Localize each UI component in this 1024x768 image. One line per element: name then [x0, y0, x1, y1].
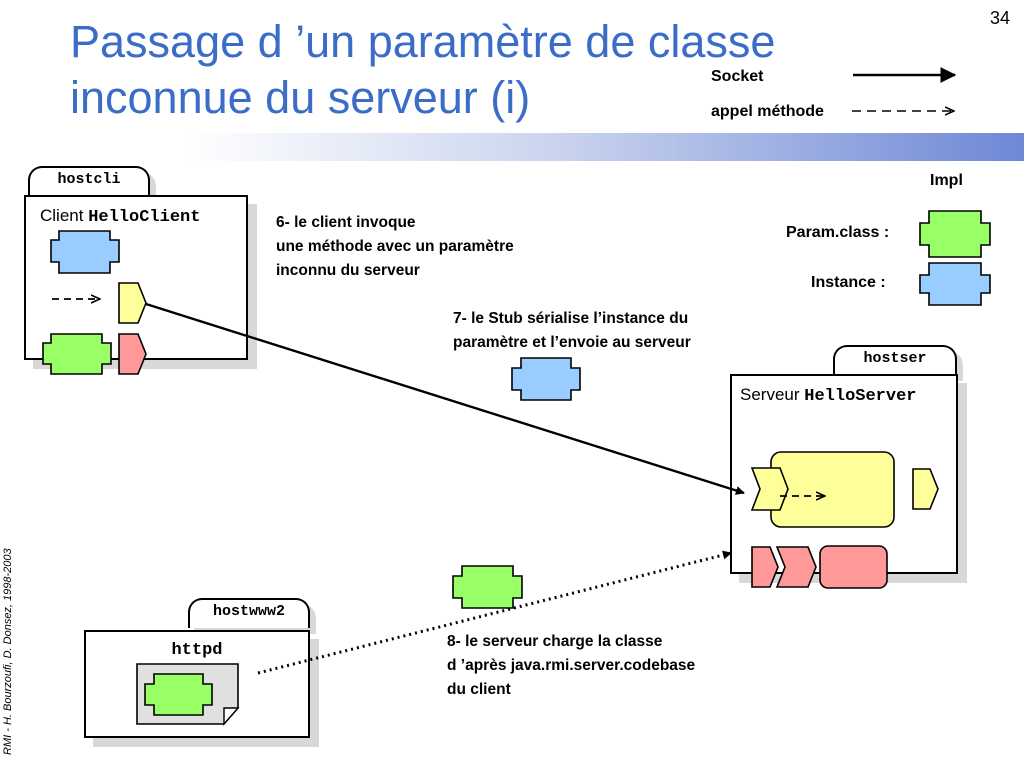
host-tab-hostser: hostser [833, 345, 957, 375]
red-skeleton-shape [118, 333, 147, 375]
slide-title: Passage d ’un paramètre de classe inconn… [70, 14, 776, 126]
legend-method-call-label: appel méthode [711, 103, 824, 120]
blue-instance-shape [919, 262, 991, 306]
slide-title-line-1: Passage d ’un paramètre de classe [70, 16, 776, 67]
client-label: Client HelloClient [40, 206, 200, 227]
yellow-stub-shape [750, 467, 789, 511]
server-skeleton-object [819, 545, 888, 589]
file-icon-fold [223, 707, 240, 726]
client-class-name: HelloClient [88, 208, 201, 227]
httpd-label: httpd [171, 641, 223, 660]
host-tab-hostcli: hostcli [28, 166, 150, 196]
server-impl-object [770, 451, 895, 528]
step-6-line: inconnu du serveur [276, 262, 420, 279]
impl-param-class-label: Param.class : [786, 224, 890, 241]
red-skeleton-shape [775, 546, 817, 588]
legend-socket-label: Socket [711, 68, 764, 85]
yellow-stub-shape [118, 282, 147, 324]
slide-number: 34 [989, 8, 1010, 28]
client-label-prefix: Client [40, 206, 84, 225]
server-label: Serveur HelloServer [740, 385, 916, 406]
client-host-box: Client HelloClient [24, 195, 248, 360]
step-6-caption: 6- le client invoque une méthode avec un… [276, 211, 514, 283]
green-class-shape [919, 210, 991, 258]
step-8-line: d ’après java.rmi.server.codebase [447, 657, 696, 674]
side-credit: RMI - H. Bourzoufi, D. Donsez, 1998-2003 [2, 548, 14, 755]
blue-instance-shape [50, 230, 120, 274]
step-7-line: paramètre et l’envoie au serveur [453, 334, 691, 351]
host-tab-hostwww2: hostwww2 [188, 598, 310, 628]
step-8-line: du client [447, 681, 511, 698]
step-6-line: une méthode avec un paramètre [276, 238, 514, 255]
impl-instance-label: Instance : [811, 274, 886, 291]
step-8-caption: 8- le serveur charge la classe d ’après … [447, 630, 695, 702]
step-8-line: 8- le serveur charge la classe [447, 633, 663, 650]
socket-connection-arrow [145, 302, 745, 495]
blue-instance-shape [511, 357, 581, 401]
impl-title: Impl [930, 172, 963, 189]
red-skeleton-shape [751, 546, 779, 588]
slide-title-line-2: inconnue du serveur (i) [70, 72, 531, 123]
server-class-name: HelloServer [804, 387, 917, 406]
step-7-caption: 7- le Stub sérialise l’instance du param… [453, 307, 691, 355]
green-class-shape [144, 673, 213, 716]
yellow-stub-shape [912, 468, 939, 510]
server-label-prefix: Serveur [740, 385, 800, 404]
header-band [0, 133, 1024, 161]
step-6-line: 6- le client invoque [276, 214, 416, 231]
step-7-line: 7- le Stub sérialise l’instance du [453, 310, 689, 327]
green-class-shape [452, 565, 523, 609]
green-class-shape [42, 333, 112, 375]
